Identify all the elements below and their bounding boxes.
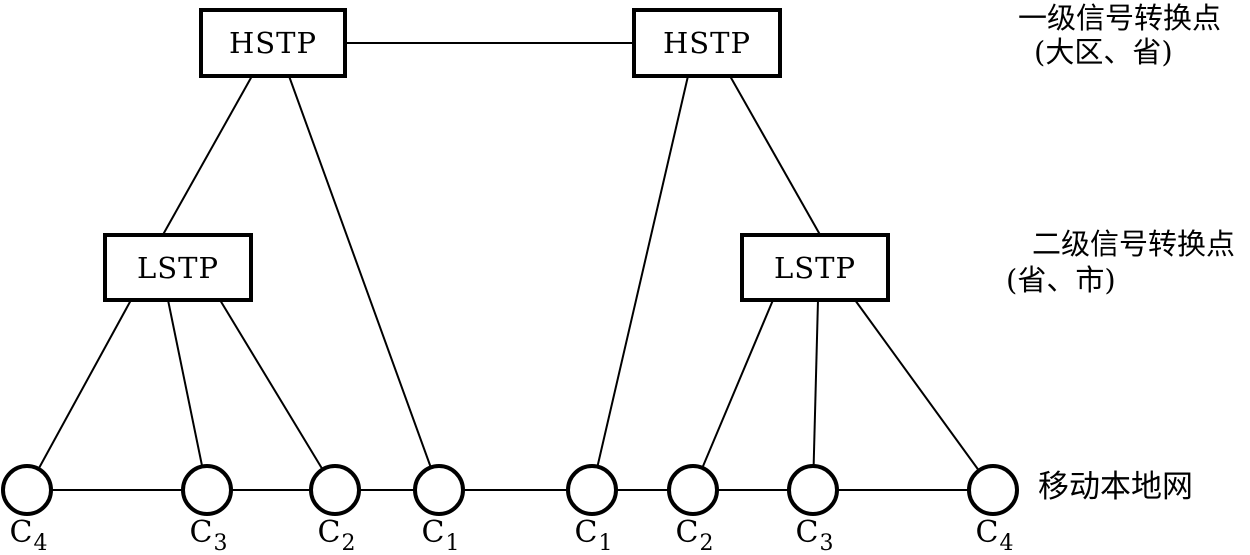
lstp-right-box: LSTP [740, 233, 890, 302]
edge-lstpL-c3L [167, 299, 208, 491]
hstp-left-label: HSTP [228, 26, 317, 60]
level2-label-line1: 二级信号转换点 [1032, 227, 1236, 261]
hstp-right-box: HSTP [632, 8, 782, 78]
node-label-c1-left: C1 [421, 515, 460, 555]
node-label-c4-left: C4 [9, 515, 48, 555]
node-c3-left [181, 464, 233, 516]
node-label-c2-right: C2 [675, 515, 714, 555]
edge-hstpL-lstpL [159, 75, 253, 241]
edge-lstpR-c3R [812, 299, 819, 491]
edge-lstpL-c2L [219, 299, 336, 491]
level1-label-line2: (大区、省) [1034, 35, 1173, 69]
edge-lstpL-c4L [26, 299, 132, 491]
node-c2-right [667, 464, 719, 516]
node-label-c4-right: C4 [975, 515, 1014, 555]
node-c1-right [566, 464, 618, 516]
node-c4-right [967, 464, 1019, 516]
node-label-c2-left: C2 [317, 515, 356, 555]
lstp-right-label: LSTP [774, 250, 856, 285]
edge-lstpR-c4R [854, 299, 994, 491]
node-c2-left [309, 464, 361, 516]
edge-hstpL-c1L [288, 75, 440, 491]
node-label-c3-right: C3 [795, 515, 834, 555]
level1-label-line1: 一级信号转换点 [1018, 1, 1222, 35]
edge-lstpR-c2R [692, 299, 774, 491]
node-c3-right [787, 464, 839, 516]
node-label-c3-left: C3 [189, 515, 228, 555]
edge-hstpR-c1R [591, 75, 689, 491]
lstp-left-box: LSTP [103, 233, 253, 302]
node-c1-left [413, 464, 465, 516]
lstp-left-label: LSTP [137, 250, 219, 285]
node-c4-left [1, 464, 53, 516]
hstp-right-label: HSTP [662, 26, 751, 60]
local-network-label: 移动本地网 [1038, 469, 1193, 505]
edge-hstpR-lstpR [729, 75, 824, 241]
hstp-left-box: HSTP [199, 8, 347, 78]
level2-label-line2: (省、市) [1006, 263, 1116, 297]
node-label-c1-right: C1 [574, 515, 613, 555]
